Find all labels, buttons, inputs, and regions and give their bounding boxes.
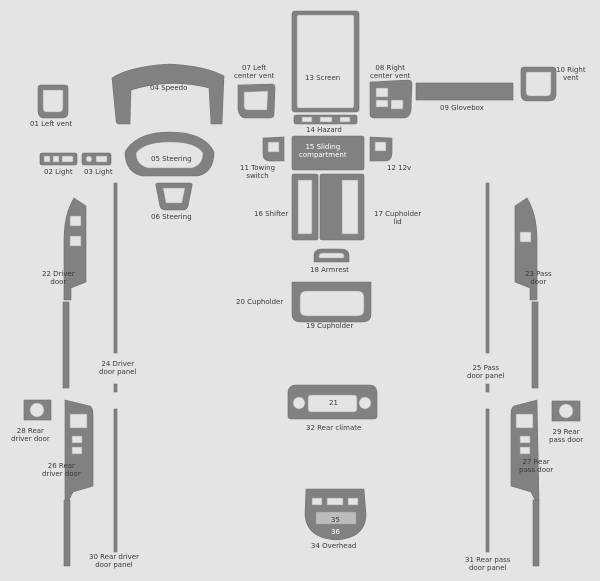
label-21: 21 [329, 399, 338, 407]
label-14-hazard: 14 Hazard [306, 126, 342, 134]
piece-15-sliding-compartment [291, 135, 365, 171]
label-25-pass-door-panel: 25 Pass door panel [467, 364, 505, 380]
label-10-right-vent: 10 Right vent [556, 66, 586, 82]
label-18-armrest: 18 Armrest [310, 266, 349, 274]
label-07-left-center-vent: 07 Left center vent [234, 64, 275, 80]
label-26-rear-driver-door: 26 Rear driver door [42, 462, 81, 478]
label-19-cupholder: 19 Cupholder [306, 322, 354, 330]
piece-25-pass-door-panel [531, 301, 539, 389]
label-04-speedo: 04 Speedo [150, 84, 188, 92]
label-31-rear-pass-door-panel: 31 Rear pass door panel [465, 556, 511, 572]
label-24-driver-door-panel: 24 Driver door panel [99, 360, 137, 376]
label-01-left-vent: 01 Left vent [30, 120, 73, 128]
label-15-sliding-compartment: 15 Sliding compartment [299, 143, 347, 159]
label-02-light: 02 Light [44, 168, 73, 176]
label-29-rear-pass-door: 29 Rear pass door [549, 428, 584, 444]
label-22-driver-door: 22 Driver door [42, 270, 75, 286]
label-17-cupholder-lid: 17 Cupholder lid [374, 210, 422, 226]
label-16-shifter: 16 Shifter [254, 210, 289, 218]
piece-30-rear-driver-door-panel [63, 499, 71, 567]
label-23-pass-door: 23 Pass door [525, 270, 552, 286]
label-12-12v: 12 12v [387, 164, 412, 172]
label-03-light: 03 Light [84, 168, 113, 176]
label-27-rear-pass-door: 27 Rear pass door [519, 458, 554, 474]
piece-09-glovebox [415, 82, 514, 101]
label-08-right-center-vent: 08 Right center vent [370, 64, 411, 80]
label-06-steering: 06 Steering [151, 213, 192, 221]
label-35: 35 [331, 516, 340, 524]
label-05-steering: 05 Steering [151, 155, 192, 163]
piece-23-pass-door [514, 197, 538, 301]
piece-31-rear-pass-door-panel [532, 499, 540, 567]
piece-04-speedo [111, 63, 225, 125]
label-09-glovebox: 09 Glovebox [440, 104, 484, 112]
label-36: 36 [331, 528, 340, 536]
label-30-rear-driver-door-panel: 30 Rear driver door panel [89, 553, 139, 569]
label-28-rear-driver-door: 28 Rear driver door [11, 427, 50, 443]
label-32-rear-climate: 32 Rear climate [306, 424, 362, 432]
label-34-overhead: 34 Overhead [311, 542, 357, 550]
piece-08-right-center-vent [369, 79, 413, 119]
label-20-cupholder: 20 Cupholder [236, 298, 284, 306]
piece-24-driver-door-panel [62, 301, 70, 389]
label-13-screen: 13 Screen [305, 74, 341, 82]
label-11-towing-switch: 11 Towing switch [240, 164, 276, 180]
